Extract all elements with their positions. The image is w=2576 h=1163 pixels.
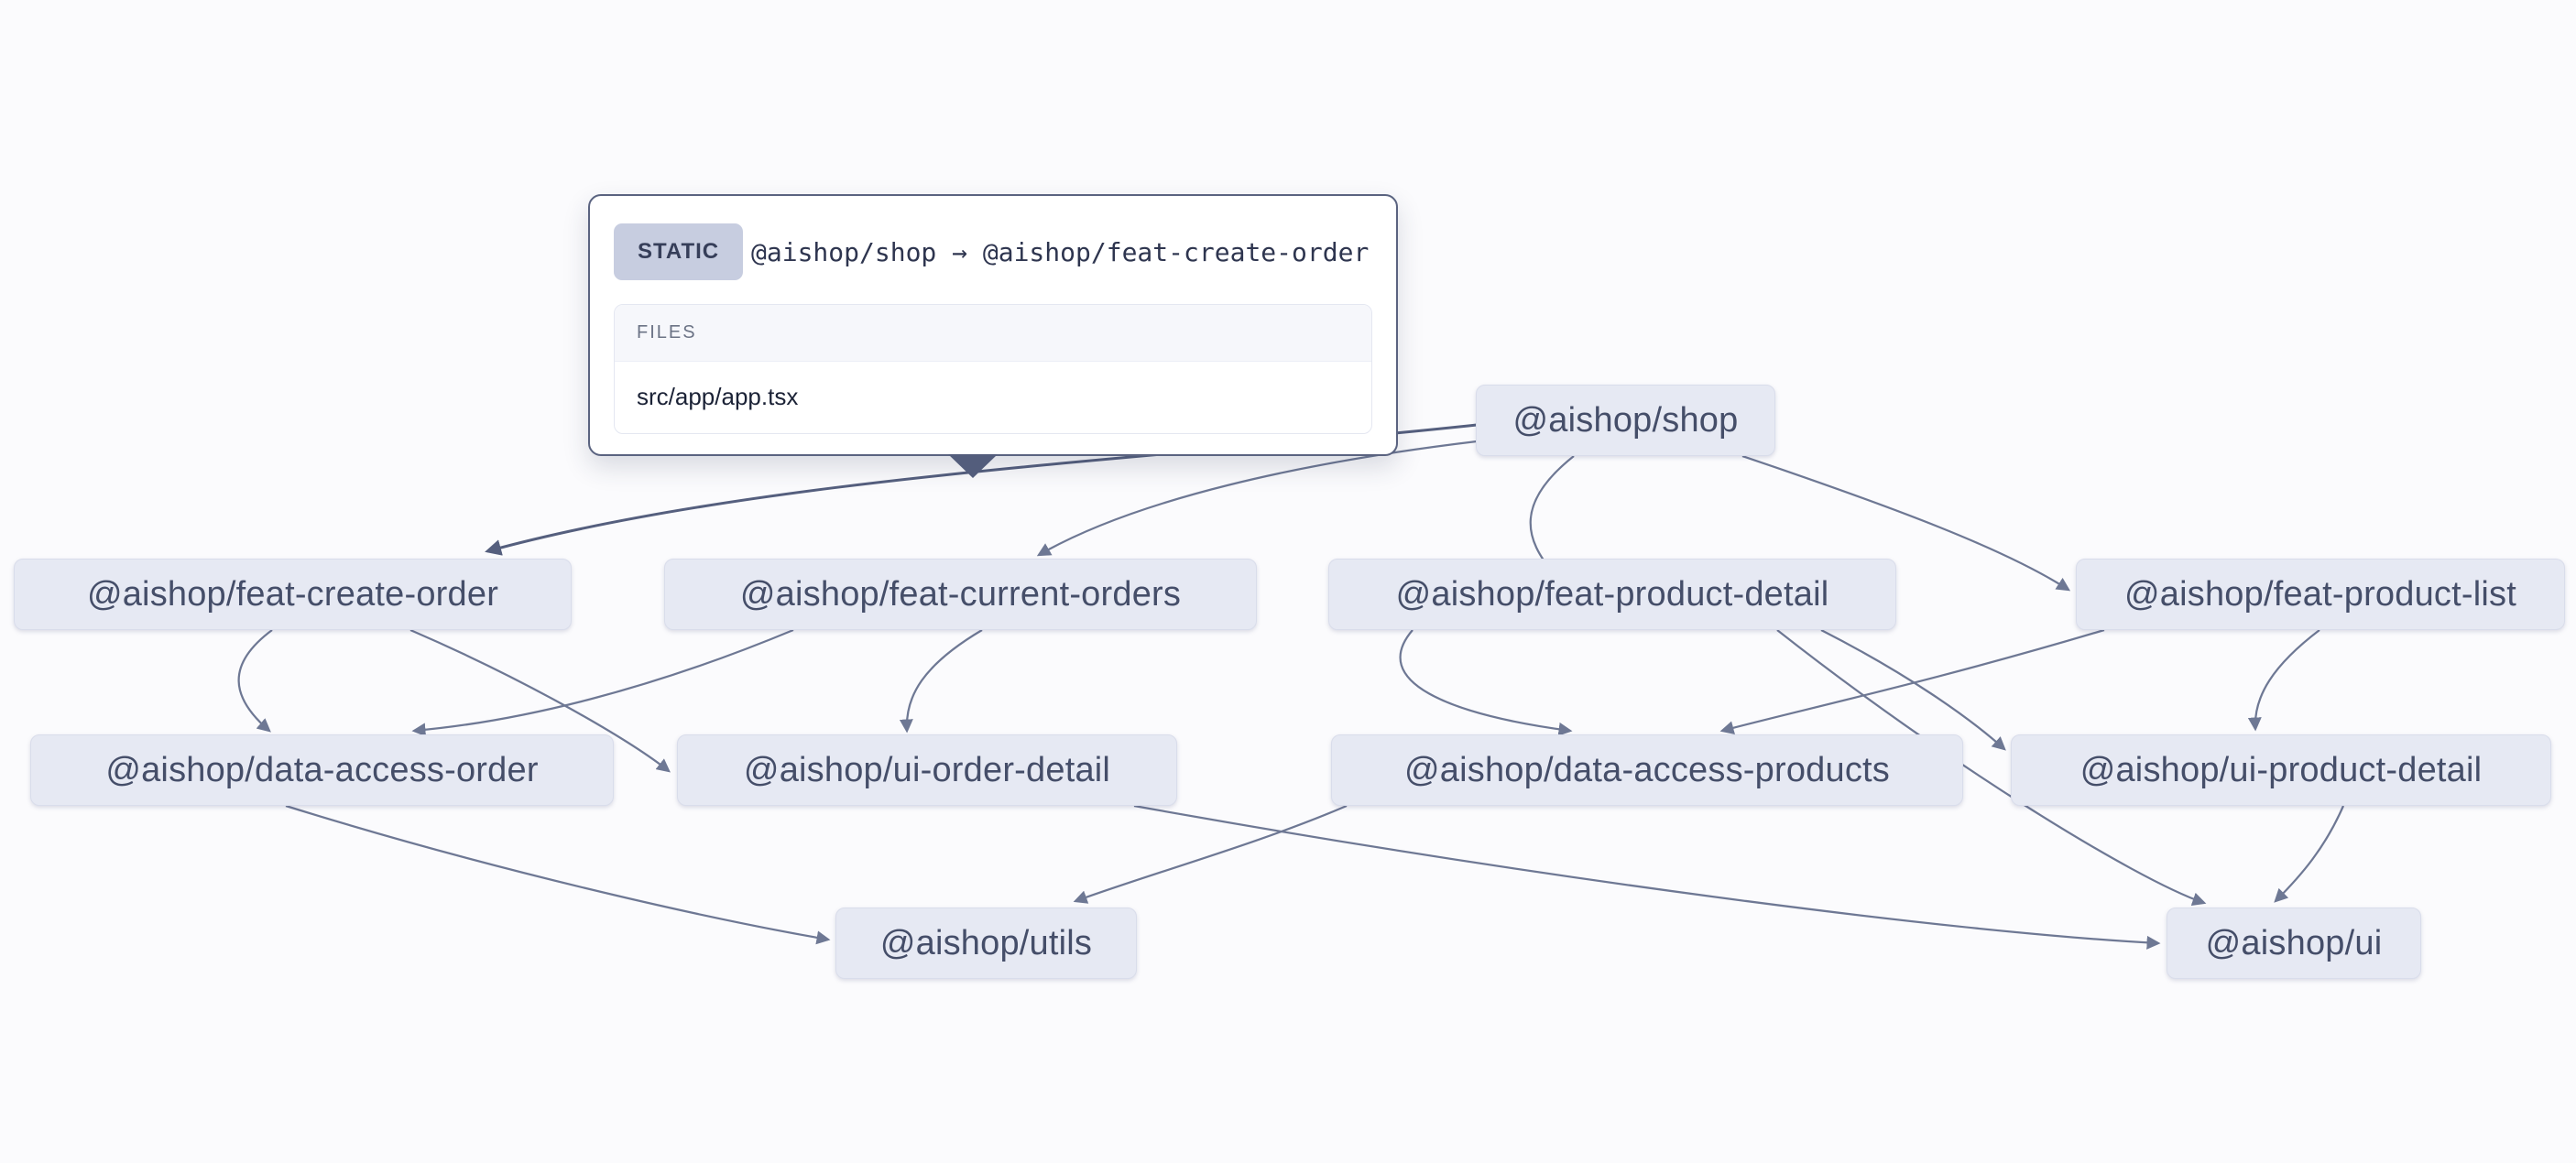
- edge-data-access-order-to-utils[interactable]: [285, 804, 831, 945]
- edge-feat-product-list-to-ui-product-detail[interactable]: [2247, 629, 2320, 732]
- node-aishop-shop[interactable]: @aishop/shop: [1476, 385, 1775, 456]
- node-aishop-data-access-order[interactable]: @aishop/data-access-order: [30, 734, 614, 806]
- edge-shop-to-feat-current-orders[interactable]: [1036, 440, 1478, 557]
- node-aishop-feat-create-order[interactable]: @aishop/feat-create-order: [14, 559, 572, 630]
- edge-ui-order-detail-to-ui[interactable]: [1133, 804, 2161, 950]
- edge-tooltip-title: @aishop/shop → @aishop/feat-create-order: [751, 236, 1370, 267]
- edge-tooltip: STATIC @aishop/shop → @aishop/feat-creat…: [588, 194, 1398, 478]
- edge-files-panel: FILES src/app/app.tsx: [614, 304, 1372, 434]
- node-aishop-data-access-products[interactable]: @aishop/data-access-products: [1331, 734, 1963, 806]
- tooltip-pointer-icon: [948, 454, 998, 478]
- node-aishop-feat-product-list[interactable]: @aishop/feat-product-list: [2076, 559, 2565, 630]
- edge-feat-product-detail-to-ui[interactable]: [1776, 629, 2207, 907]
- edge-feat-product-list-to-data-access-products[interactable]: [1719, 628, 2105, 735]
- node-aishop-utils[interactable]: @aishop/utils: [835, 908, 1137, 979]
- file-path[interactable]: src/app/app.tsx: [637, 383, 799, 410]
- files-header-label: FILES: [615, 305, 1371, 362]
- node-aishop-ui-order-detail[interactable]: @aishop/ui-order-detail: [677, 734, 1177, 806]
- edge-feat-product-detail-to-ui-product-detail[interactable]: [1820, 628, 2006, 751]
- edge-type-badge: STATIC: [614, 223, 744, 280]
- edge-shop-to-feat-product-detail[interactable]: [1529, 455, 1575, 577]
- edge-ui-product-detail-to-ui[interactable]: [2274, 805, 2345, 903]
- edge-feat-current-orders-to-ui-order-detail[interactable]: [899, 629, 983, 734]
- edge-feat-create-order-to-ui-order-detail[interactable]: [409, 628, 671, 773]
- edge-feat-create-order-to-data-access-order[interactable]: [237, 629, 273, 733]
- node-aishop-ui[interactable]: @aishop/ui: [2167, 908, 2421, 979]
- edge-data-access-products-to-utils[interactable]: [1073, 804, 1348, 904]
- edge-shop-to-feat-product-list[interactable]: [1741, 454, 2071, 592]
- node-aishop-ui-product-detail[interactable]: @aishop/ui-product-detail: [2011, 734, 2551, 806]
- node-aishop-feat-current-orders[interactable]: @aishop/feat-current-orders: [664, 559, 1257, 630]
- node-aishop-feat-product-detail[interactable]: @aishop/feat-product-detail: [1328, 559, 1896, 630]
- edge-feat-current-orders-to-data-access-order[interactable]: [411, 628, 794, 737]
- edge-feat-product-detail-to-data-access-products[interactable]: [1399, 629, 1573, 736]
